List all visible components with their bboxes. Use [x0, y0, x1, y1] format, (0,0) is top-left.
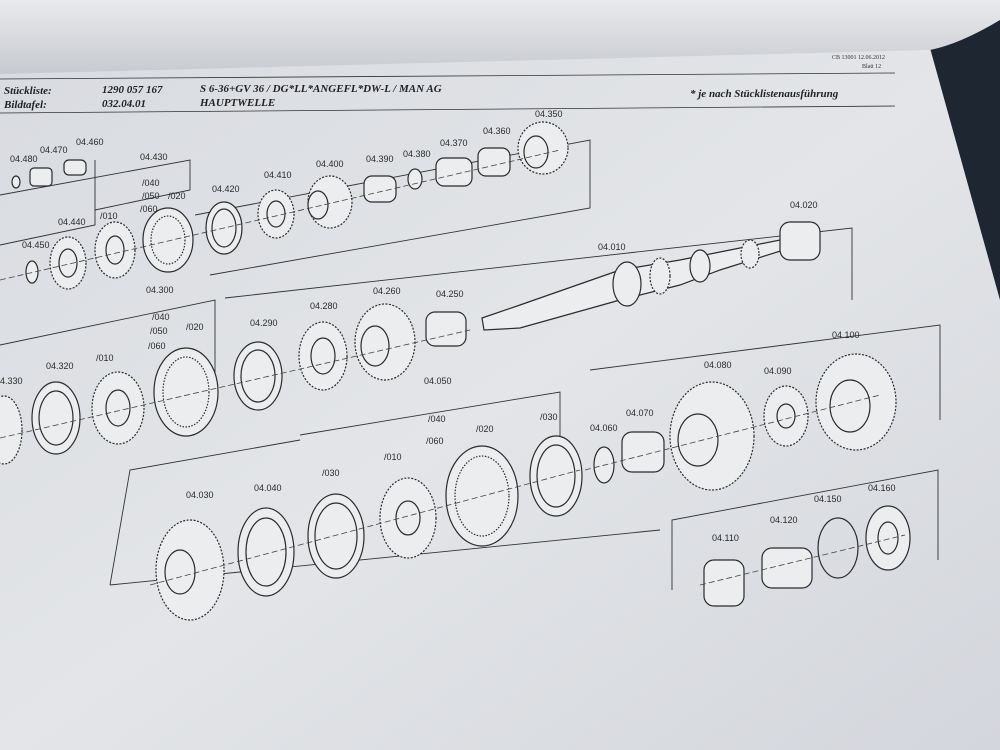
label-04260: 04.260	[373, 286, 401, 296]
label-04090: 04.090	[764, 366, 792, 376]
label-04110: 04.110	[712, 533, 739, 543]
label-04060: 04.060	[590, 423, 618, 433]
label-04450: 04.450	[22, 240, 50, 250]
bushing-04370	[435, 157, 473, 187]
bildtafel-value: 032.04.01	[102, 98, 146, 110]
sub-a-060: /060	[140, 204, 158, 214]
description: S 6-36+GV 36 / DG*LL*ANGEFL*DW-L / MAN A…	[200, 83, 442, 95]
parts	[0, 121, 911, 621]
ring-04480	[11, 175, 21, 189]
label-04030: 04.030	[186, 490, 214, 500]
bearing-04070	[621, 431, 665, 473]
label-04320: 04.320	[46, 361, 74, 371]
label-04380: 04.380	[403, 149, 431, 159]
label-04400: 04.400	[316, 159, 344, 169]
bearing-04390	[363, 175, 397, 203]
label-04160: 04.160	[868, 483, 896, 493]
bearing-04020	[779, 221, 821, 261]
sub-b-060: /060	[148, 341, 166, 351]
label-04460: 04.460	[76, 137, 104, 147]
label-04300: 04.300	[146, 285, 174, 295]
bildtafel-label: Bildtafel:	[3, 99, 47, 111]
sub-a-020: /020	[168, 191, 186, 201]
bearing-04360	[477, 147, 511, 177]
doc-id: CB 13001 12.06.2012	[832, 55, 885, 61]
header: CB 13001 12.06.2012 Blatt 12 Stückliste:…	[0, 55, 896, 114]
label-04150: 04.150	[814, 494, 842, 504]
label-04480: 04.480	[10, 154, 38, 164]
bushing-04470	[29, 167, 53, 187]
label-04430: 04.430	[140, 152, 168, 162]
sheet-number: Blatt 12	[862, 64, 881, 70]
bushing-04120	[761, 547, 813, 589]
label-04350: 04.350	[535, 109, 563, 119]
stueckliste-value: 1290 057 167	[102, 84, 163, 96]
label-04390: 04.390	[366, 154, 394, 164]
label-04290: 04.290	[250, 318, 278, 328]
label-04330: 4.330	[0, 376, 23, 386]
sub-labels: /040 /050 /020 /060 /010 /040 /050 /020 …	[96, 178, 558, 478]
sub-c-030b: /030	[322, 468, 340, 478]
label-04070: 04.070	[626, 408, 654, 418]
sub-c-010: /010	[384, 452, 402, 462]
curled-page	[0, 0, 1000, 74]
label-04250: 04.250	[436, 289, 464, 299]
label-04280: 04.280	[310, 301, 338, 311]
sub-b-020: /020	[186, 322, 204, 332]
centre-lines	[0, 149, 906, 586]
sub-b-050: /050	[150, 326, 168, 336]
bearing-04250	[425, 311, 467, 347]
sub-c-030: /030	[540, 412, 558, 422]
sub-c-040: /040	[428, 414, 446, 424]
sub-a-040: /040	[142, 178, 160, 188]
pin-04460	[63, 159, 87, 176]
snapring-04150	[817, 517, 859, 579]
label-04410: 04.410	[264, 170, 292, 180]
label-04020: 04.020	[790, 200, 818, 210]
label-04120: 04.120	[770, 515, 798, 525]
sub-a-050: /050	[142, 191, 160, 201]
gear-04330	[0, 395, 23, 465]
label-04080: 04.080	[704, 360, 732, 370]
section-title: HAUPTWELLE	[199, 97, 275, 109]
stueckliste-label: Stückliste:	[4, 85, 52, 97]
label-04010: 04.010	[598, 242, 626, 252]
sub-b-010: /010	[96, 353, 114, 363]
part-labels: 04.480 04.470 04.460 04.430 04.420 04.41…	[0, 109, 896, 543]
sub-a-010: /010	[100, 211, 118, 221]
label-04040: 04.040	[254, 483, 282, 493]
sub-c-060: /060	[426, 436, 444, 446]
label-04100: 04.100	[832, 330, 860, 340]
variant-note: * je nach Stücklistenausführung	[690, 88, 839, 100]
label-04370: 04.370	[440, 138, 468, 148]
bearing-04110	[703, 559, 745, 607]
label-04440: 04.440	[58, 217, 86, 227]
label-04360: 04.360	[483, 126, 511, 136]
sub-b-040: /040	[152, 312, 170, 322]
label-04420: 04.420	[212, 184, 240, 194]
label-04050: 04.050	[424, 376, 452, 386]
sub-c-020: /020	[476, 424, 494, 434]
ring-04380	[407, 168, 423, 190]
ring-04450	[25, 260, 39, 284]
label-04470: 04.470	[40, 145, 68, 155]
